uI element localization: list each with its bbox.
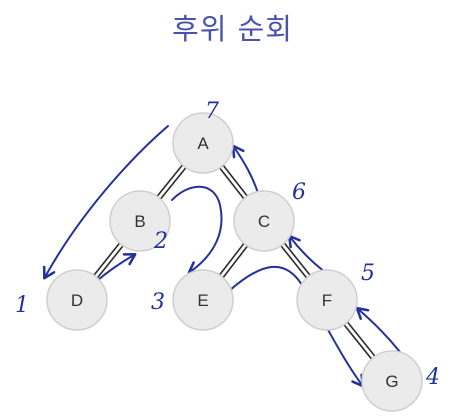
arrow-f-to-c (287, 234, 326, 273)
node-label: F (322, 291, 332, 310)
visit-order-b: 2 (153, 229, 168, 254)
arrow-d-to-b (97, 253, 137, 281)
visit-order-f: 5 (361, 261, 375, 286)
visit-order-d: 1 (15, 293, 29, 318)
visit-order-e: 3 (151, 290, 165, 315)
page-title: 후위 순회 (172, 12, 293, 46)
visit-order-a: 7 (205, 99, 219, 124)
node-d: D (46, 269, 108, 331)
node-b: B (109, 190, 171, 252)
arrow-b-to-e (171, 185, 223, 275)
node-label: A (197, 134, 209, 153)
node-c: C (233, 190, 295, 252)
node-label: B (134, 212, 145, 231)
arrow-c-to-a (231, 144, 259, 194)
arrow-g-to-f (355, 306, 401, 353)
node-a: A (172, 112, 234, 174)
visit-order-c: 6 (292, 180, 306, 205)
node-f: F (296, 269, 358, 331)
node-label: D (71, 291, 83, 310)
arrow-a-to-d (42, 125, 169, 280)
node-label: C (258, 212, 270, 231)
node-label: E (197, 291, 208, 310)
node-g: G (361, 350, 423, 412)
node-label: G (385, 372, 398, 391)
node-e: E (172, 269, 234, 331)
visit-order-g: 4 (425, 365, 440, 390)
